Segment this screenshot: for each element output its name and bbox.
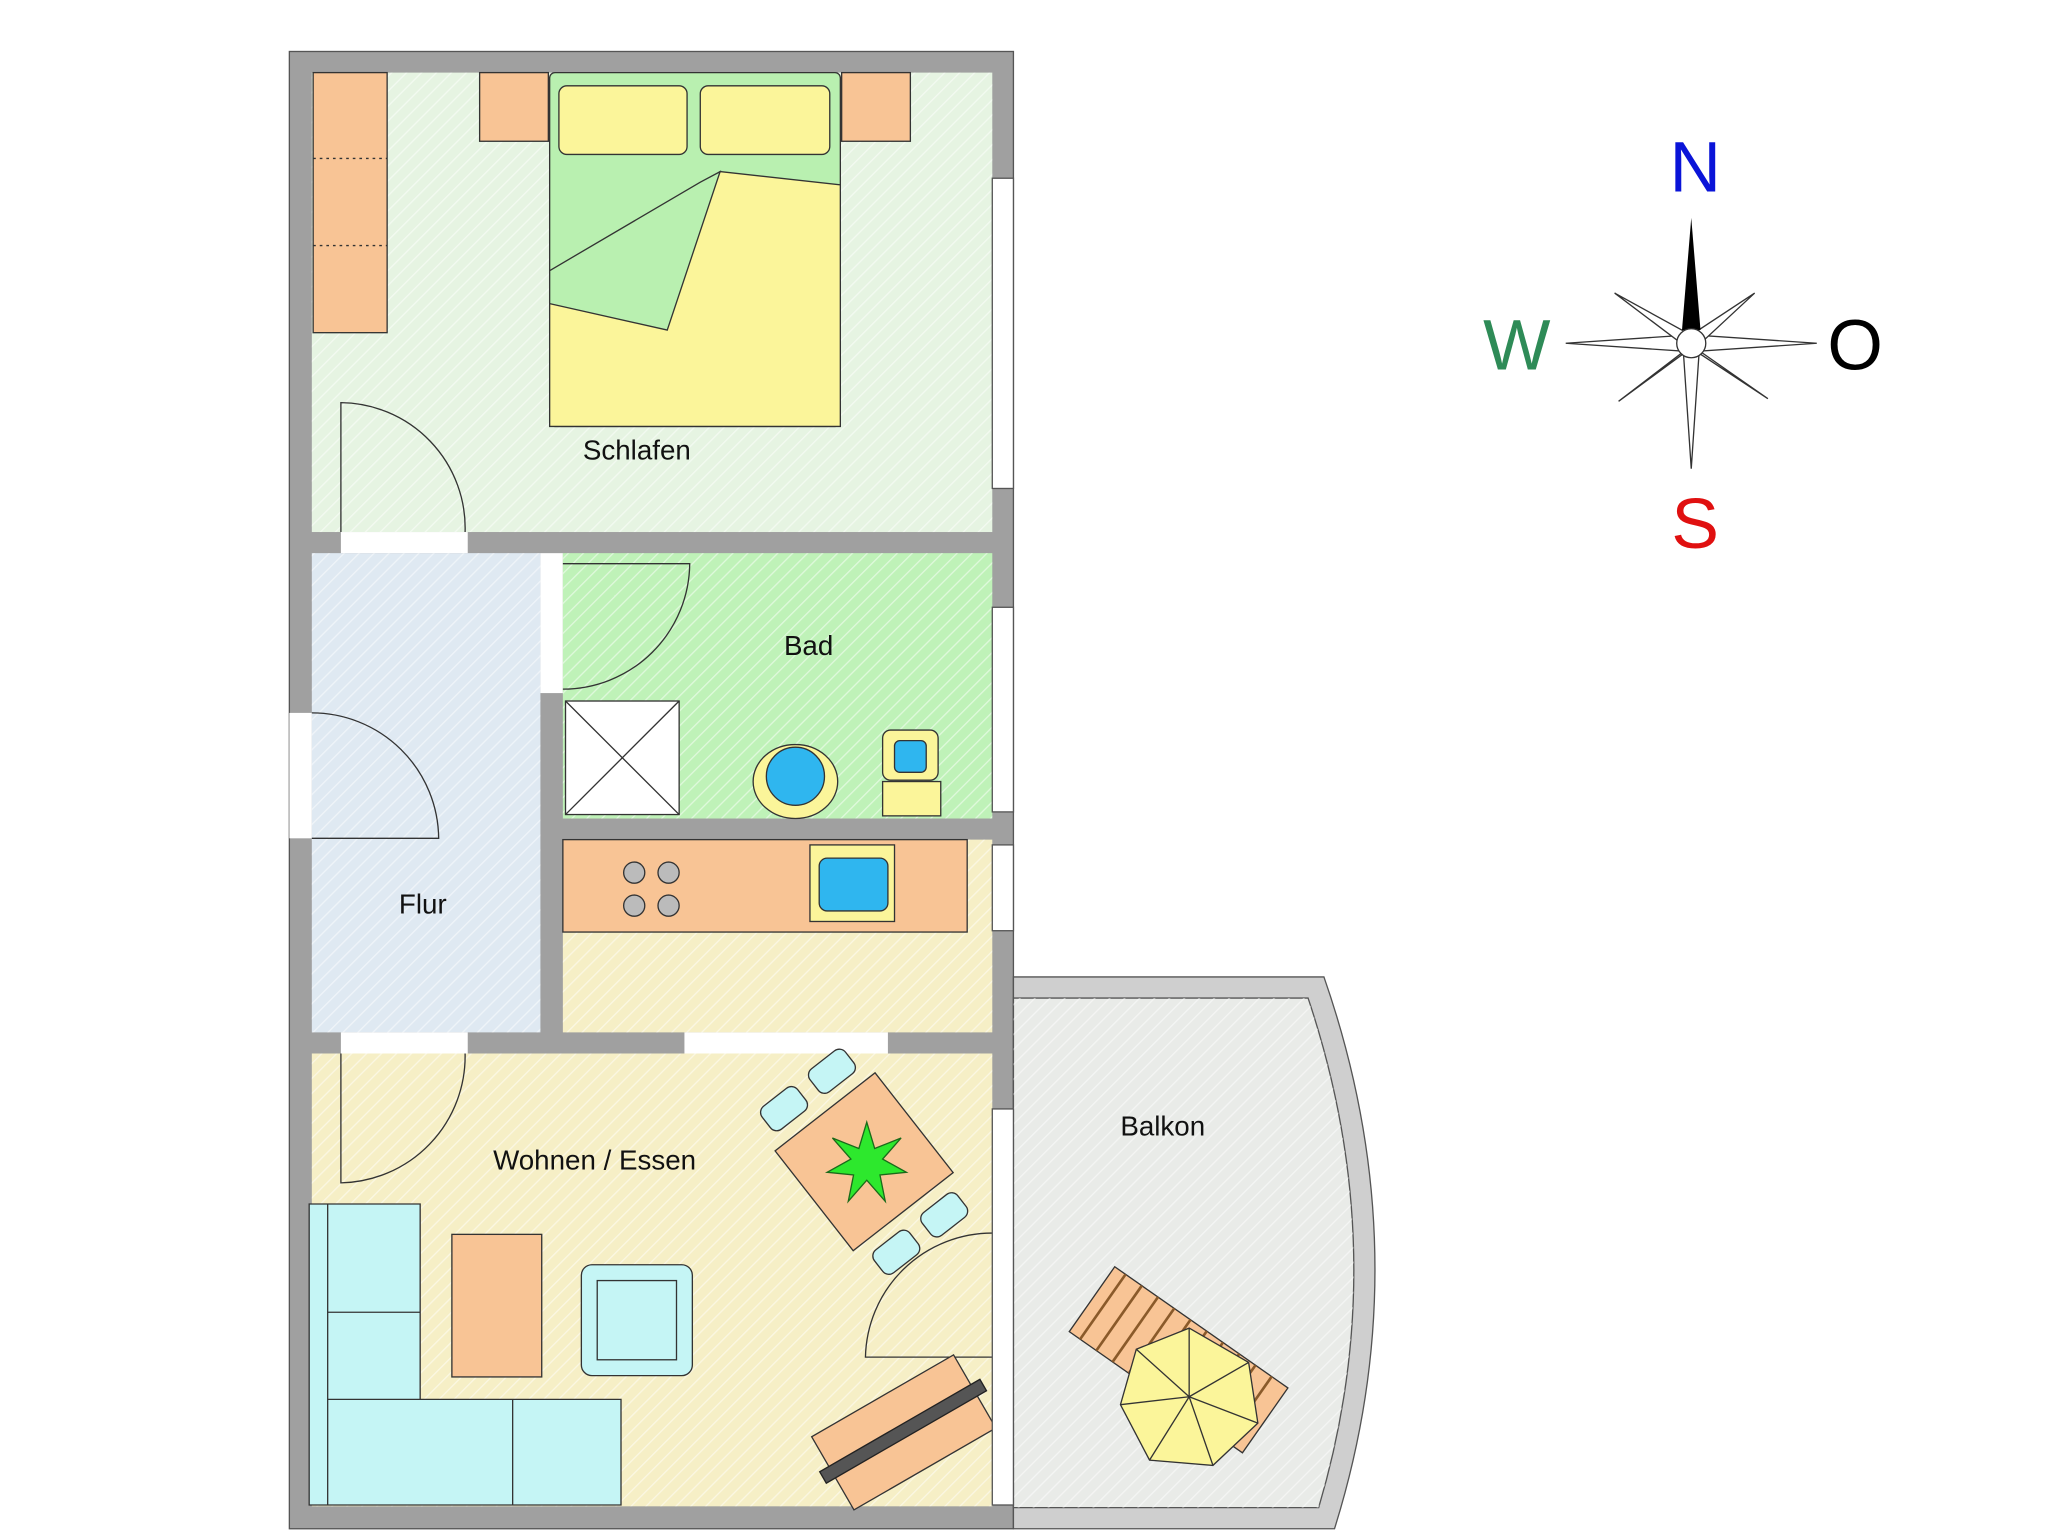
door-entrance[interactable] — [311, 712, 440, 839]
shower — [564, 700, 680, 816]
door-balkon[interactable] — [864, 1232, 993, 1358]
bed — [548, 71, 842, 428]
coffee-table — [451, 1233, 543, 1378]
bad-room: Bad — [562, 553, 993, 820]
washbasin — [752, 743, 839, 820]
door-wohnen[interactable] — [340, 1053, 466, 1184]
armchair — [580, 1264, 694, 1377]
stove — [622, 861, 680, 917]
toilet — [881, 729, 942, 817]
room-label-flur: Flur — [399, 889, 447, 920]
wardrobe — [312, 71, 388, 334]
compass-north: N — [1669, 127, 1721, 207]
compass-west: W — [1483, 306, 1551, 386]
compass-south: S — [1671, 484, 1719, 564]
windows — [991, 177, 1015, 1506]
door-bad[interactable] — [562, 563, 691, 690]
kitchen-area — [562, 838, 993, 1054]
room-label-bad: Bad — [784, 630, 833, 661]
nightstand-right — [841, 71, 912, 142]
kitchen-sink — [809, 844, 896, 923]
room-label-balkon: Balkon — [1120, 1110, 1205, 1141]
compass-east: O — [1827, 306, 1882, 386]
nightstand-left — [478, 71, 549, 142]
schlafen-room: Schlafen — [311, 71, 993, 533]
door-schlafen[interactable] — [340, 401, 466, 533]
compass-rose: N S W O — [1483, 127, 1883, 563]
sofa — [308, 1203, 622, 1506]
parasol — [1119, 1327, 1259, 1467]
tv-cabinet — [810, 1353, 997, 1511]
wohnen-room: Wohnen / Essen — [308, 1048, 997, 1511]
balkon-room — [1012, 976, 1376, 1530]
north-needle-icon — [1682, 217, 1701, 331]
room-label-wohnen: Wohnen / Essen — [493, 1145, 696, 1176]
flur-room: Flur — [289, 532, 563, 1054]
kitchen-counter — [562, 838, 968, 933]
plant — [824, 1119, 909, 1204]
room-label-schlafen: Schlafen — [583, 434, 691, 465]
